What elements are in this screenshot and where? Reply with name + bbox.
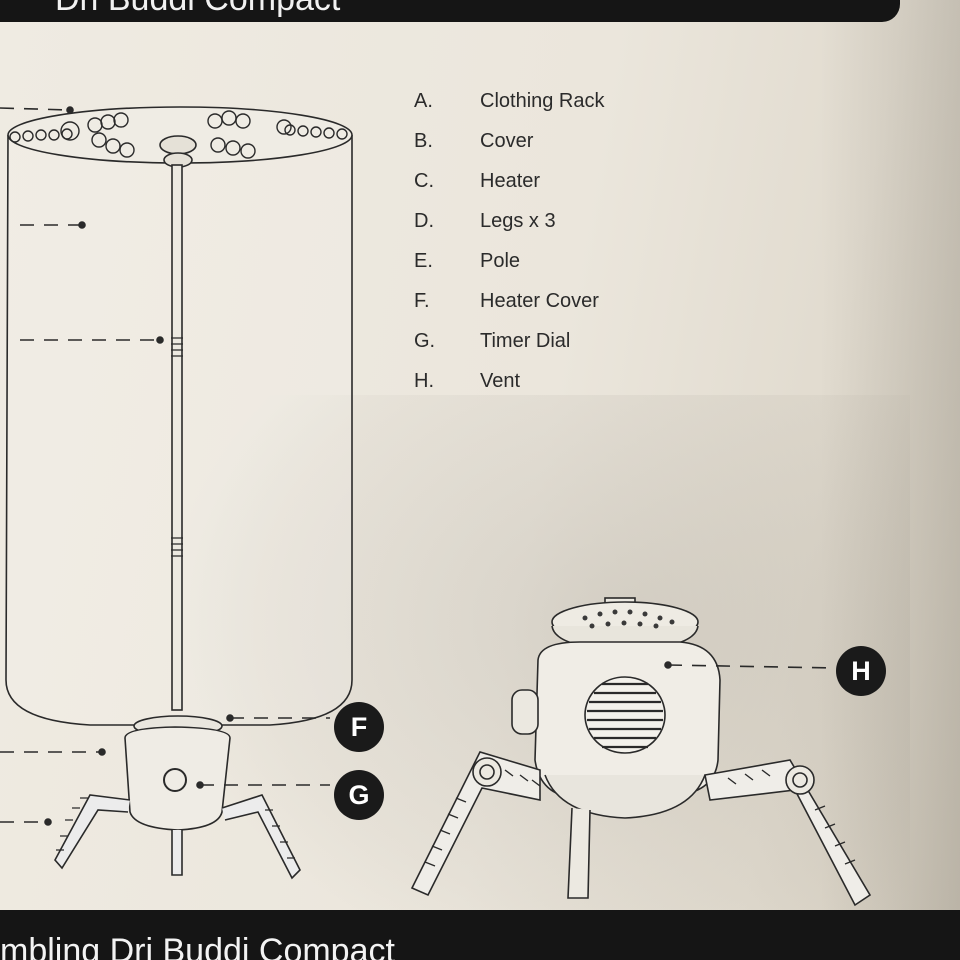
part-letter: G. xyxy=(414,330,436,352)
part-row: B. Cover xyxy=(414,130,734,160)
part-letter: H. xyxy=(414,370,434,392)
part-letter: F. xyxy=(414,290,430,312)
header-banner: Dri Buddi Compact xyxy=(0,0,900,22)
part-name: Heater Cover xyxy=(480,290,599,312)
assembled-dryer-illustration xyxy=(5,106,353,880)
part-name: Clothing Rack xyxy=(480,90,605,112)
part-row: C. Heater xyxy=(414,170,734,200)
callout-badge-g: G xyxy=(334,770,384,820)
part-letter: B. xyxy=(414,130,433,152)
header-title: Dri Buddi Compact xyxy=(55,0,340,19)
part-name: Vent xyxy=(480,370,521,392)
part-name: Legs x 3 xyxy=(480,210,556,232)
part-letter: C. xyxy=(414,170,434,192)
part-name: Timer Dial xyxy=(480,330,571,352)
leader-lines-left xyxy=(0,106,330,826)
part-row: H. Vent xyxy=(414,370,734,400)
part-row: A. Clothing Rack xyxy=(414,90,734,120)
part-letter: D. xyxy=(414,210,434,232)
part-row: D. Legs x 3 xyxy=(414,210,734,240)
heater-illustration xyxy=(410,597,872,907)
part-row: E. Pole xyxy=(414,250,734,280)
callout-badge-f: F xyxy=(334,702,384,752)
page-edge-shade xyxy=(820,0,960,960)
part-letter: A. xyxy=(414,90,433,112)
part-row: F. Heater Cover xyxy=(414,290,734,320)
part-name: Cover xyxy=(480,130,534,152)
footer-banner: mbling Dri Buddi Compact xyxy=(0,910,960,960)
part-name: Heater xyxy=(480,170,541,192)
part-name: Pole xyxy=(480,250,521,272)
callout-badge-h: H xyxy=(836,646,886,696)
part-row: G. Timer Dial xyxy=(414,330,734,360)
part-letter: E. xyxy=(414,250,433,272)
leader-line-vent xyxy=(664,661,836,669)
footer-title: mbling Dri Buddi Compact xyxy=(0,932,395,960)
